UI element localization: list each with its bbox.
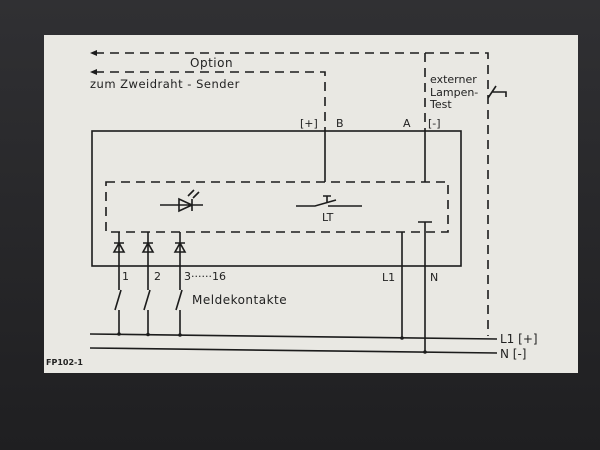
contacts-label: Meldekontakte: [192, 293, 287, 307]
terminal-n-label: N: [430, 271, 438, 284]
arrow-left-icon: [90, 69, 97, 75]
figure-id: FP102-1: [46, 358, 83, 367]
bus-l1-label: L1 [+]: [500, 332, 538, 346]
signal-contacts: [112, 232, 187, 334]
supply-lines: [401, 221, 432, 352]
led-icon: [160, 189, 203, 213]
bus-l1: [89, 333, 498, 340]
external-test-label: externer: [430, 73, 477, 86]
internal-module-box: [105, 181, 449, 233]
lamp-test-switch-icon: [296, 195, 362, 207]
external-test-label: Test: [429, 98, 452, 111]
terminal-a-label: A: [403, 117, 411, 130]
bus-n-label: N [-]: [500, 347, 526, 361]
option-line-lower: [95, 71, 326, 131]
terminal-b-label: B: [336, 117, 344, 130]
terminal-l1-label: L1: [382, 271, 395, 284]
wiring-label: [44, 35, 578, 373]
external-test-label: Lampen-: [430, 86, 478, 99]
contact-number: 1: [122, 270, 129, 283]
contact-number: 3······16: [184, 270, 226, 283]
lamp-test-label: LT: [322, 211, 334, 224]
bus-n: [89, 347, 498, 354]
terminal-lines: [324, 131, 426, 182]
contact-number: 2: [154, 270, 161, 283]
terminal-minus-label: [-]: [428, 117, 441, 130]
terminal-plus-label: [+]: [300, 117, 318, 130]
external-test-switch: [487, 85, 507, 99]
sender-label: zum Zweidraht - Sender: [90, 77, 240, 91]
option-label: Option: [190, 56, 233, 70]
arrow-left-icon: [90, 50, 97, 56]
device-box: [91, 130, 462, 267]
option-line-upper: [95, 52, 489, 336]
